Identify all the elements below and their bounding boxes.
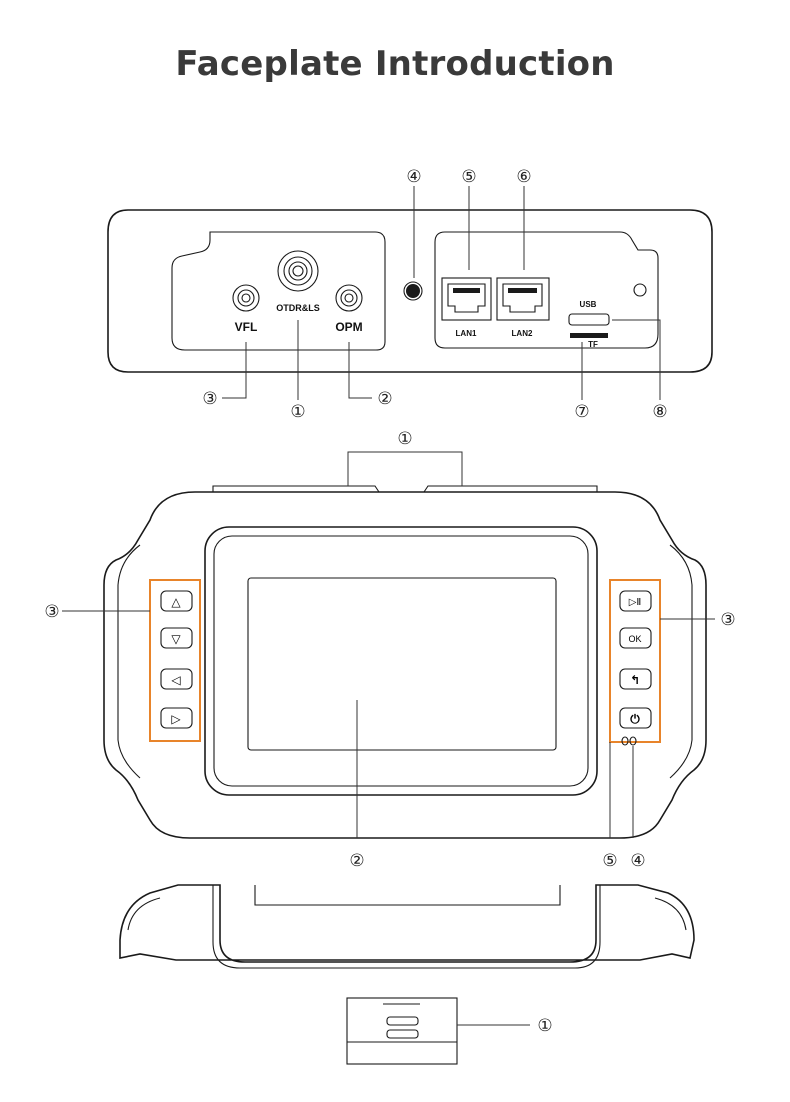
front-callout-5: ⑤: [602, 851, 617, 871]
front-callout-3-left: ③: [44, 602, 59, 622]
slot-upper: [386, 1016, 419, 1026]
tf-label: TF: [588, 340, 598, 349]
right-button[interactable]: ▷: [160, 707, 193, 729]
screw: [633, 283, 647, 297]
back-callout-1: ①: [537, 1016, 552, 1036]
callout-2: ②: [377, 389, 392, 409]
svg-text:▷Ⅱ: ▷Ⅱ: [629, 597, 642, 608]
left-button[interactable]: ◁: [160, 668, 193, 690]
lan1-port: [441, 277, 492, 321]
front-callout-3-right: ③: [720, 610, 735, 630]
vfl-label: VFL: [235, 320, 258, 334]
opm-label: OPM: [335, 320, 362, 334]
svg-text:OK: OK: [628, 634, 641, 644]
front-view: ① △ ▽ ◁ ▷ ▷Ⅱ: [44, 429, 735, 871]
display-screen: [247, 577, 557, 751]
lan2-label: LAN2: [512, 329, 533, 338]
svg-text:◁: ◁: [170, 673, 180, 687]
back-body-outline: [119, 884, 695, 963]
callout-3: ③: [202, 389, 217, 409]
svg-text:▷: ▷: [171, 712, 181, 726]
screen-bezel: [204, 526, 598, 796]
usb-port: [568, 313, 610, 326]
svg-text:▽: ▽: [171, 632, 181, 646]
led-1: [621, 736, 629, 746]
otdr-port: [277, 250, 319, 292]
svg-text:↰: ↰: [630, 673, 640, 687]
svg-text:△: △: [171, 595, 181, 609]
indicator-jack: [406, 284, 420, 298]
right-button-group: [609, 579, 661, 743]
front-callout-4: ④: [630, 851, 645, 871]
callout-6: ⑥: [516, 167, 531, 187]
left-button-group: [149, 579, 201, 742]
interface-module-outline: [434, 231, 659, 349]
front-callout-1: ①: [397, 429, 412, 449]
play-pause-button[interactable]: ▷Ⅱ: [619, 590, 652, 612]
ok-button[interactable]: OK: [619, 627, 652, 649]
top-panel-outline: [107, 209, 713, 373]
optical-module-outline: [171, 231, 386, 351]
slot-lower: [386, 1029, 419, 1039]
tf-slot: [570, 333, 608, 338]
power-button[interactable]: ⏻: [619, 707, 652, 729]
callout-5: ⑤: [461, 167, 476, 187]
front-callout-2: ②: [349, 851, 364, 871]
vfl-port: [232, 284, 260, 312]
page-title: Faceplate Introduction: [175, 44, 615, 84]
callout-4: ④: [406, 167, 421, 187]
opm-port: [335, 284, 363, 312]
lan1-label: LAN1: [456, 329, 477, 338]
usb-label: USB: [580, 300, 597, 309]
back-button[interactable]: ↰: [619, 668, 652, 690]
front-body-outline: [103, 491, 707, 839]
bottom-compartment: [346, 997, 458, 1065]
back-view: ①: [119, 884, 695, 1065]
down-button[interactable]: ▽: [160, 627, 193, 649]
callout-1: ①: [290, 402, 305, 422]
lan2-port: [496, 277, 550, 321]
up-button[interactable]: △: [160, 590, 193, 612]
top-panel: VFL OTDR&LS OPM LAN1: [107, 167, 713, 422]
led-2: [629, 736, 637, 746]
callout-7: ⑦: [574, 402, 589, 422]
callout-8: ⑧: [652, 402, 667, 422]
otdr-label: OTDR&LS: [276, 303, 320, 313]
svg-text:⏻: ⏻: [630, 712, 640, 726]
